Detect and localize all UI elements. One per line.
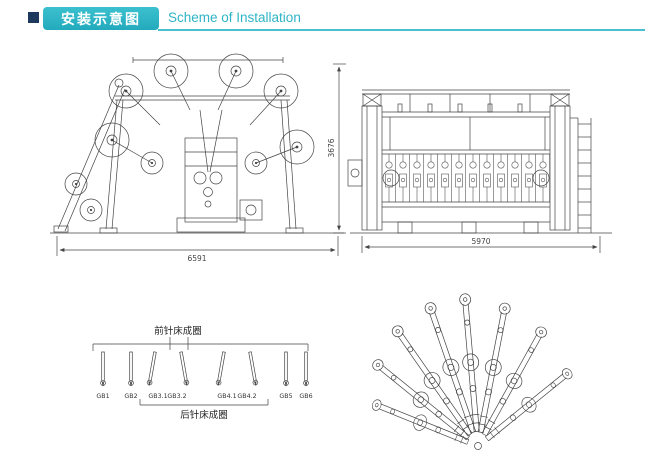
gb-label: GB4.1 bbox=[217, 393, 236, 400]
front-bed-label: 前针床成圈 bbox=[154, 325, 202, 337]
side-width-dimension: 6591 bbox=[187, 254, 206, 263]
side-view-drawing bbox=[50, 53, 344, 234]
gb-label: GB1 bbox=[96, 393, 109, 400]
page-title-cn: 安装示意图 bbox=[61, 11, 141, 28]
header: 安装示意图 Scheme of Installation bbox=[0, 0, 645, 36]
header-rule bbox=[158, 29, 645, 31]
inclined-creel bbox=[53, 78, 126, 233]
gb-label: GB4.2 bbox=[237, 393, 256, 400]
knitting-stations-band bbox=[382, 154, 550, 202]
side-view-dimensions: 6591 3676 bbox=[56, 63, 346, 263]
gb-label: GB3.1 bbox=[148, 393, 167, 400]
gb-label: GB6 bbox=[299, 393, 312, 400]
warp-beams bbox=[64, 53, 315, 222]
gb-label: GB5 bbox=[279, 393, 292, 400]
front-width-dimension: 5970 bbox=[471, 237, 490, 246]
title-banner: 安装示意图 bbox=[43, 7, 159, 30]
gb-label: GB2 bbox=[124, 393, 137, 400]
front-view-drawing bbox=[347, 89, 612, 234]
tension-arm-fan-drawing bbox=[368, 292, 577, 450]
knitting-head bbox=[176, 137, 263, 233]
header-bullet-square bbox=[28, 12, 39, 23]
fan-pivot bbox=[474, 442, 482, 450]
side-height-dimension: 3676 bbox=[327, 138, 336, 157]
guide-bar-diagram: 前针床成圈 GB1 GB2 GB3.1 GB3.2 GB4.1 G bbox=[92, 325, 313, 421]
gb-label: GB3.2 bbox=[167, 393, 186, 400]
back-bed-label: 后针床成圈 bbox=[180, 409, 228, 421]
ladder bbox=[570, 117, 592, 233]
page-title-en: Scheme of Installation bbox=[168, 10, 301, 25]
front-view-dimensions: 5970 bbox=[361, 236, 601, 253]
